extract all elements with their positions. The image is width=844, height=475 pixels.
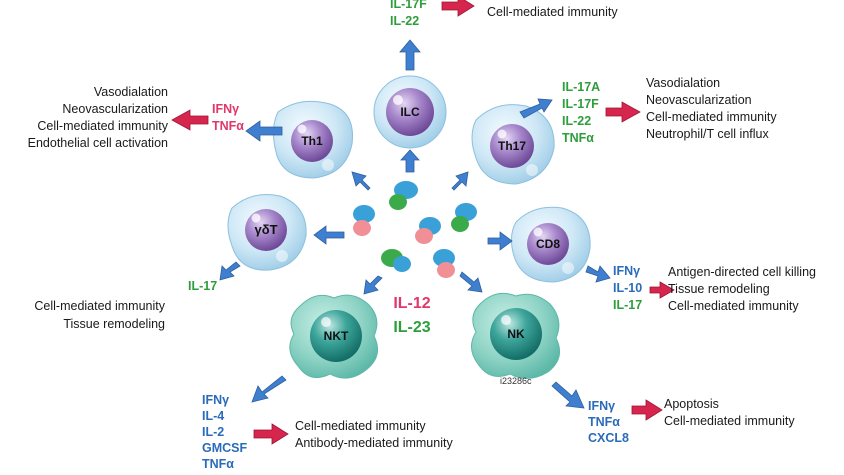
th17-effect-2: Neovascularization	[646, 93, 752, 107]
arrow-center-nk	[459, 271, 483, 293]
molecule-2	[353, 205, 375, 236]
nk-cytokine-1: IFNγ	[588, 399, 615, 413]
arrow-center-gdt	[313, 225, 345, 245]
gdt-label: γδT	[254, 222, 277, 237]
il12-label: IL-12	[393, 295, 430, 312]
th1-cytokines: IFNγ TNFα	[212, 102, 244, 133]
nkt-cytokine-3: IL-2	[202, 425, 224, 439]
red-arrow-th1	[171, 109, 209, 131]
nk-cytokine-2: TNFα	[588, 415, 620, 429]
nkt-effects: Cell-mediated immunity Antibody-mediated…	[295, 419, 453, 450]
red-arrows	[171, 0, 675, 445]
il23-label: IL-23	[393, 319, 430, 336]
cytokine-molecules	[353, 181, 477, 278]
cd8-cytokines: IFNγ IL-10 IL-17	[613, 264, 642, 312]
nkt-cytokine-4: GMCSF	[202, 441, 248, 455]
arrow-center-nkt	[363, 275, 383, 295]
th1-effect-1: Vasodialation	[94, 85, 168, 99]
cd8-cytokine-2: IL-10	[613, 281, 642, 295]
arrow-th1-left	[245, 120, 283, 142]
red-arrow-top	[441, 0, 475, 17]
nkt-cytokine-5: TNFα	[202, 457, 234, 471]
arrow-gdt-il17	[219, 261, 241, 281]
cd8-cytokine-3: IL-17	[613, 298, 642, 312]
top-cytokines: IL-17F IL-22	[390, 0, 427, 28]
th17-effects: Vasodialation Neovascularization Cell-me…	[646, 76, 777, 141]
ilc-label: ILC	[400, 105, 420, 119]
cd8-cell: CD8	[510, 206, 591, 283]
nkt-cytokines: IFNγ IL-4 IL-2 GMCSF TNFα	[202, 393, 248, 471]
molecule-4	[415, 217, 441, 244]
th1-label: Th1	[301, 134, 323, 148]
arrow-th17-right	[519, 98, 553, 119]
nk-effect-1: Apoptosis	[664, 397, 719, 411]
th17-cytokines: IL-17A IL-17F IL-22 TNFα	[562, 80, 600, 145]
gdt-effect-2: Tissue remodeling	[63, 317, 165, 331]
cd8-cytokine-1: IFNγ	[613, 264, 640, 278]
arrow-nk-cyto	[551, 381, 585, 409]
cd8-effect-3: Cell-mediated immunity	[668, 299, 799, 313]
nk-cytokine-3: CXCL8	[588, 431, 629, 445]
cd8-effects: Antigen-directed cell killing Tissue rem…	[668, 265, 816, 313]
nk-label: NK	[507, 327, 525, 341]
molecule-6	[433, 249, 455, 278]
red-arrow-th17	[605, 101, 641, 123]
figure-id: i23286c	[500, 376, 532, 386]
th17-label: Th17	[498, 139, 526, 153]
nk-cell: NK	[471, 292, 561, 379]
th1-cell: Th1	[272, 100, 354, 179]
th1-effect-2: Neovascularization	[62, 102, 168, 116]
th1-effects: Vasodialation Neovascularization Cell-me…	[28, 85, 169, 150]
th1-cytokine-1: IFNγ	[212, 102, 239, 116]
gdt-cytokine-1: IL-17	[188, 279, 217, 293]
nk-cytokines: IFNγ TNFα CXCL8	[588, 399, 629, 445]
cd8-effect-1: Antigen-directed cell killing	[668, 265, 816, 279]
top-cytokine-1: IL-17F	[390, 0, 427, 11]
th17-effect-1: Vasodialation	[646, 76, 720, 90]
th17-effect-4: Neutrophil/T cell influx	[646, 127, 769, 141]
nkt-cytokine-1: IFNγ	[202, 393, 229, 407]
molecule-1	[389, 181, 418, 210]
red-arrow-nk	[631, 399, 663, 421]
cd8-label: CD8	[536, 237, 560, 251]
molecule-3	[451, 203, 477, 232]
molecule-5	[381, 249, 411, 272]
gdt-effect-1: Cell-mediated immunity	[34, 299, 165, 313]
arrow-center-th1	[351, 171, 371, 191]
top-cytokine-2: IL-22	[390, 14, 419, 28]
red-arrow-nkt	[253, 423, 289, 445]
th1-effect-4: Endothelial cell activation	[28, 136, 168, 150]
arrow-ilc-top	[399, 39, 421, 71]
nkt-effect-1: Cell-mediated immunity	[295, 419, 426, 433]
arrow-cd8-cyto	[585, 265, 611, 283]
arrow-center-th17	[451, 171, 469, 191]
arrow-nkt-cyto	[251, 375, 287, 403]
red-arrow-cd8	[649, 281, 675, 299]
cd8-effect-2: Tissue remodeling	[668, 282, 770, 296]
th17-cytokine-3: IL-22	[562, 114, 591, 128]
gdt-effects: Cell-mediated immunity Tissue remodeling	[34, 299, 165, 331]
th17-effect-3: Cell-mediated immunity	[646, 110, 777, 124]
nkt-label: NKT	[324, 329, 349, 343]
th17-cell: Th17	[471, 104, 555, 185]
nkt-effect-2: Antibody-mediated immunity	[295, 436, 453, 450]
top-effect-1: Cell-mediated immunity	[487, 5, 618, 19]
th1-effect-3: Cell-mediated immunity	[37, 119, 168, 133]
th17-cytokine-4: TNFα	[562, 131, 594, 145]
nk-effect-2: Cell-mediated immunity	[664, 414, 795, 428]
th17-cytokine-1: IL-17A	[562, 80, 600, 94]
gdt-cell: γδT	[227, 194, 307, 271]
th1-cytokine-2: TNFα	[212, 119, 244, 133]
nk-effects: Apoptosis Cell-mediated immunity	[664, 397, 795, 428]
nkt-cytokine-2: IL-4	[202, 409, 224, 423]
th17-cytokine-2: IL-17F	[562, 97, 599, 111]
arrow-center-cd8	[487, 231, 513, 251]
arrow-center-ilc	[400, 149, 420, 173]
ilc-cell: ILC	[373, 75, 447, 149]
nkt-cell: NKT	[289, 294, 379, 379]
blue-arrows	[219, 39, 611, 409]
